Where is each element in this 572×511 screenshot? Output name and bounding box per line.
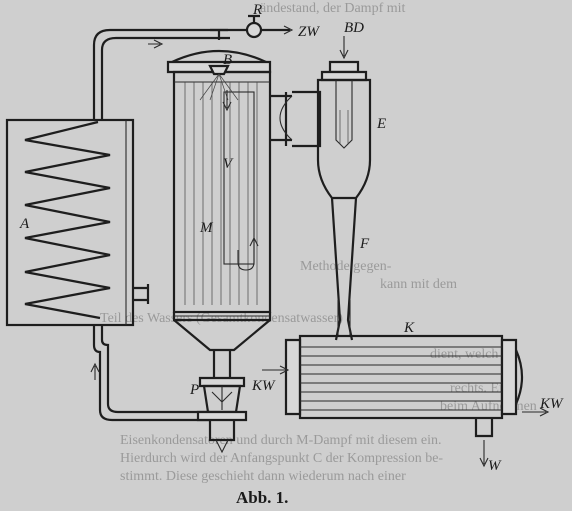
column-shell — [172, 70, 272, 314]
ghost-line-5: dient, welch die — [430, 347, 519, 362]
top-pipe — [92, 28, 230, 120]
label-e: E — [376, 116, 386, 132]
label-v: V — [223, 156, 234, 172]
label-bd: BD — [344, 20, 364, 36]
condenser-tubes — [300, 346, 502, 411]
bottom-pipe — [92, 325, 210, 422]
ghost-line-8: Eisenkondensatoren und durch M-Dampf mit… — [120, 433, 442, 448]
ghost-line-2: Methode gegen- — [300, 259, 392, 274]
pump-p: P — [189, 376, 248, 454]
label-a: A — [19, 216, 30, 232]
ghost-line-3: kann mit dem — [380, 277, 457, 292]
label-k: K — [403, 320, 415, 336]
injector-e-f: BD E F — [316, 20, 386, 341]
coil-tank-a: A — [5, 28, 230, 422]
ghost-line-9: Hierdurch wird der Anfangspunkt C der Ko… — [120, 451, 443, 466]
tank-a-body — [5, 118, 135, 327]
valve-r-body — [245, 21, 263, 39]
column-funnel — [173, 319, 271, 352]
inner-pipe-m — [223, 91, 255, 265]
column-dome — [171, 49, 267, 63]
figure-caption: Abb. 1. — [236, 488, 288, 507]
tube-bundle — [184, 82, 258, 305]
label-w: W — [488, 458, 502, 474]
valve-r: R ZW — [210, 2, 320, 40]
ghost-line-10: stimmt. Diese geschieht dann wiederum na… — [120, 469, 406, 484]
column-vessel: B V M — [166, 49, 272, 378]
label-zw: ZW — [298, 24, 320, 40]
label-r: R — [252, 2, 262, 18]
label-kw-left: KW — [251, 378, 276, 394]
condenser-k: KW KW W K — [251, 320, 564, 474]
diffuser-f — [330, 197, 358, 341]
injector-body-e — [316, 78, 372, 200]
label-kw-right: KW — [539, 396, 564, 412]
ghost-line-1: ändestand, der Dampf mit — [260, 1, 406, 16]
label-f: F — [359, 236, 370, 252]
ghost-line-4: Teil des Wassers (Gesamtkondensatwasser) — [100, 311, 343, 326]
coil — [24, 120, 111, 320]
label-b: B — [223, 52, 232, 68]
label-p: P — [189, 382, 199, 398]
label-m: M — [199, 220, 214, 236]
connecting-elbow — [270, 90, 322, 148]
condenser-k-left-cap — [284, 338, 302, 416]
